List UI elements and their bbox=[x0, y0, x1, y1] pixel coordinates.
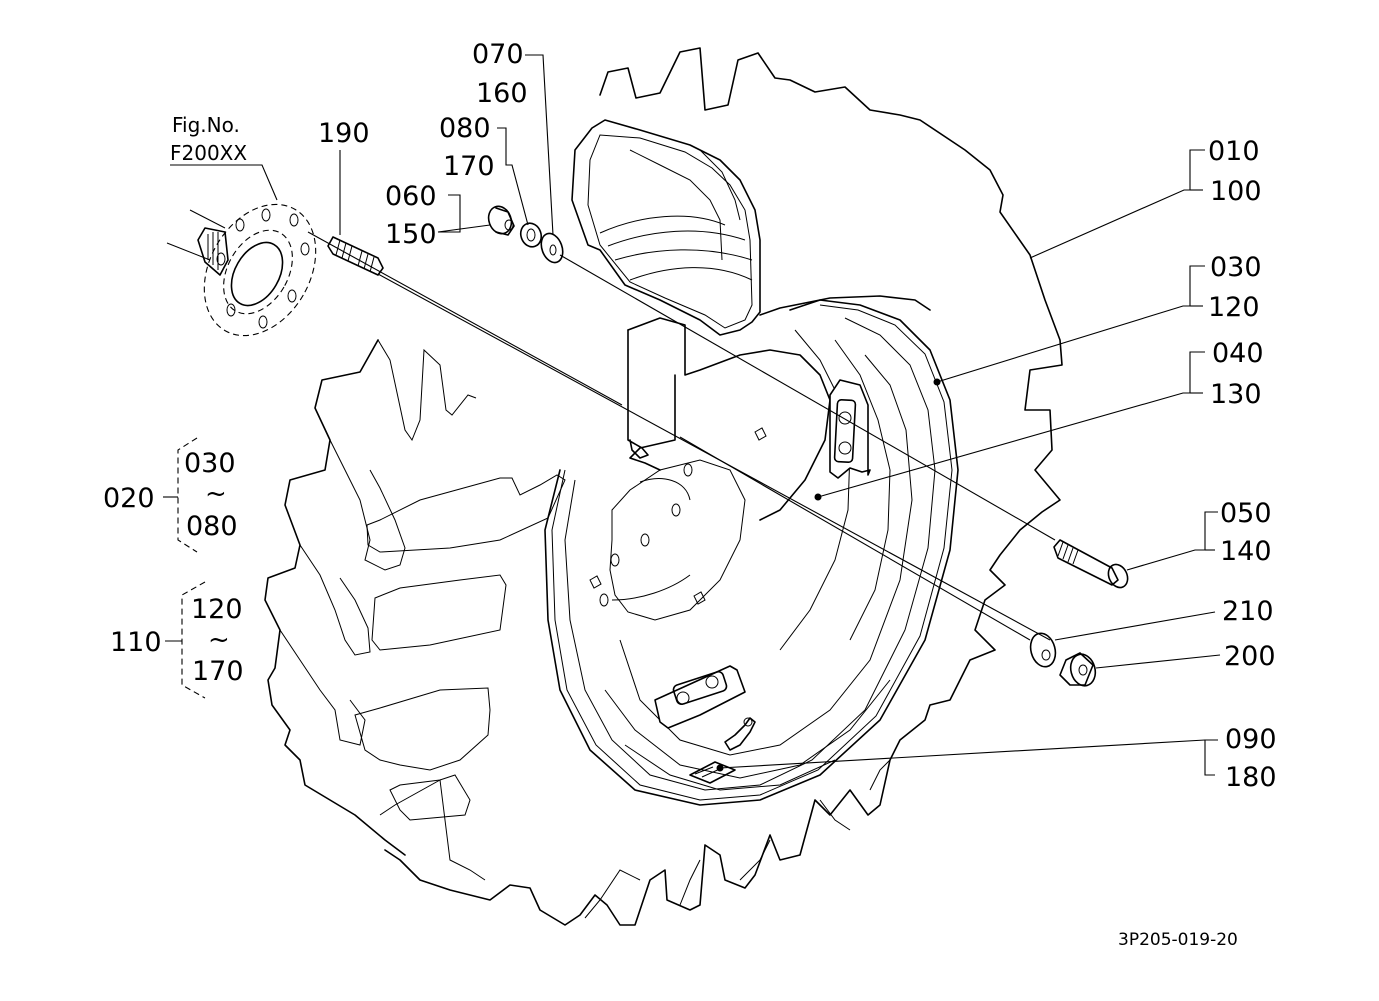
assembly-020-range: ~ bbox=[205, 479, 227, 509]
tire-left-lugs bbox=[264, 339, 406, 856]
tire bbox=[264, 47, 1063, 926]
part-060: 060 bbox=[385, 181, 437, 212]
assembly-110-to: 170 bbox=[192, 656, 244, 687]
drawing-code: 3P205-019-20 bbox=[1118, 930, 1238, 950]
stud-bolt bbox=[327, 236, 384, 276]
part-200: 200 bbox=[1224, 641, 1276, 672]
part-080: 080 bbox=[439, 113, 491, 144]
callout-dots bbox=[716, 378, 941, 772]
assembly-110-from: 120 bbox=[191, 594, 243, 625]
assembly-020-from: 030 bbox=[184, 448, 236, 479]
inner-tube-cutaway bbox=[571, 119, 931, 336]
tire-upper-lugs bbox=[384, 47, 1063, 926]
part-040: 040 bbox=[1212, 338, 1264, 369]
fig-no-value: F200XX bbox=[170, 141, 247, 165]
part-090: 090 bbox=[1225, 724, 1277, 755]
part-190: 190 bbox=[318, 118, 370, 149]
nut-lower bbox=[1059, 652, 1097, 687]
part-050: 050 bbox=[1220, 498, 1272, 529]
part-150: 150 bbox=[385, 219, 437, 250]
part-100: 100 bbox=[1210, 176, 1262, 207]
valve bbox=[724, 717, 756, 751]
part-labels: Fig.No. F200XX 190 070 160 080 170 060 1… bbox=[103, 39, 1277, 950]
part-210: 210 bbox=[1222, 596, 1274, 627]
leader-lines bbox=[170, 54, 1221, 776]
flap bbox=[689, 761, 736, 784]
assembly-110: 110 bbox=[110, 627, 162, 658]
nut-upper bbox=[487, 205, 515, 236]
flat-washer bbox=[540, 232, 564, 264]
part-160: 160 bbox=[476, 78, 528, 109]
part-010: 010 bbox=[1208, 136, 1260, 167]
assembly-brackets bbox=[163, 437, 206, 699]
assembly-020-to: 080 bbox=[186, 511, 238, 542]
part-070: 070 bbox=[472, 39, 524, 70]
part-180: 180 bbox=[1225, 762, 1277, 793]
part-140: 140 bbox=[1220, 536, 1272, 567]
axle-flange bbox=[166, 203, 317, 337]
part-030: 030 bbox=[1210, 252, 1262, 283]
rim bbox=[544, 299, 959, 806]
bolt bbox=[1053, 539, 1129, 589]
part-120: 120 bbox=[1208, 292, 1260, 323]
wheel-disc bbox=[589, 317, 871, 784]
fig-no-label: Fig.No. bbox=[172, 113, 240, 137]
assembly-020: 020 bbox=[103, 483, 155, 514]
part-170: 170 bbox=[443, 151, 495, 182]
part-130: 130 bbox=[1210, 379, 1262, 410]
assembly-110-range: ~ bbox=[208, 625, 230, 655]
lock-washer bbox=[519, 222, 543, 248]
